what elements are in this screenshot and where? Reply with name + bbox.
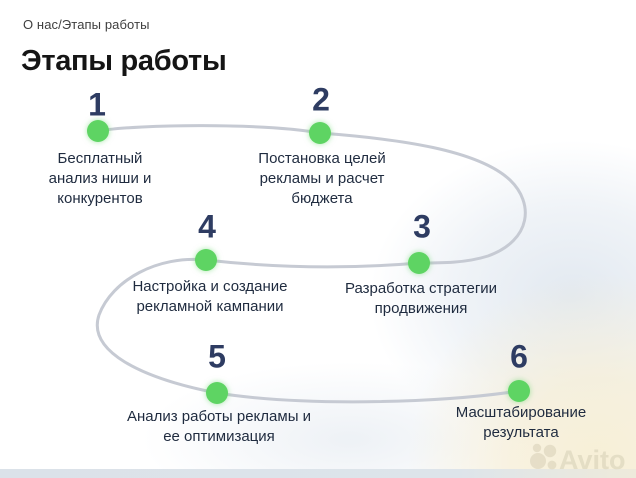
step-label-2: Постановка целей рекламы и расчет бюджет… <box>258 150 386 207</box>
step-dot-3 <box>408 252 430 274</box>
step-dot-5 <box>206 382 228 404</box>
page-title: Этапы работы <box>21 45 227 77</box>
step-number-5: 5 <box>208 338 226 375</box>
step-label-6: Масштабирование результата <box>455 404 587 441</box>
step-label-4: Настройка и создание рекламной кампании <box>132 278 288 315</box>
step-number-4: 4 <box>198 208 216 245</box>
step-dot-1 <box>87 120 109 142</box>
step-number-2: 2 <box>312 81 330 118</box>
step-label-1: Бесплатный анализ ниши и конкурентов <box>48 150 152 207</box>
step-number-6: 6 <box>510 338 528 375</box>
avito-logo-icon <box>530 443 557 470</box>
breadcrumb: О нас/Этапы работы <box>23 17 150 32</box>
step-dot-6 <box>508 380 530 402</box>
step-label-5: Анализ работы рекламы и ее оптимизация <box>126 408 312 445</box>
avito-watermark: Avito <box>528 441 632 473</box>
step-label-3: Разработка стратегии продвижения <box>344 280 498 317</box>
slide-bottom-edge <box>0 469 636 478</box>
avito-watermark-text: Avito <box>559 445 626 473</box>
step-number-1: 1 <box>88 86 106 123</box>
step-number-3: 3 <box>413 208 431 245</box>
step-dot-2 <box>309 122 331 144</box>
step-dot-4 <box>195 249 217 271</box>
